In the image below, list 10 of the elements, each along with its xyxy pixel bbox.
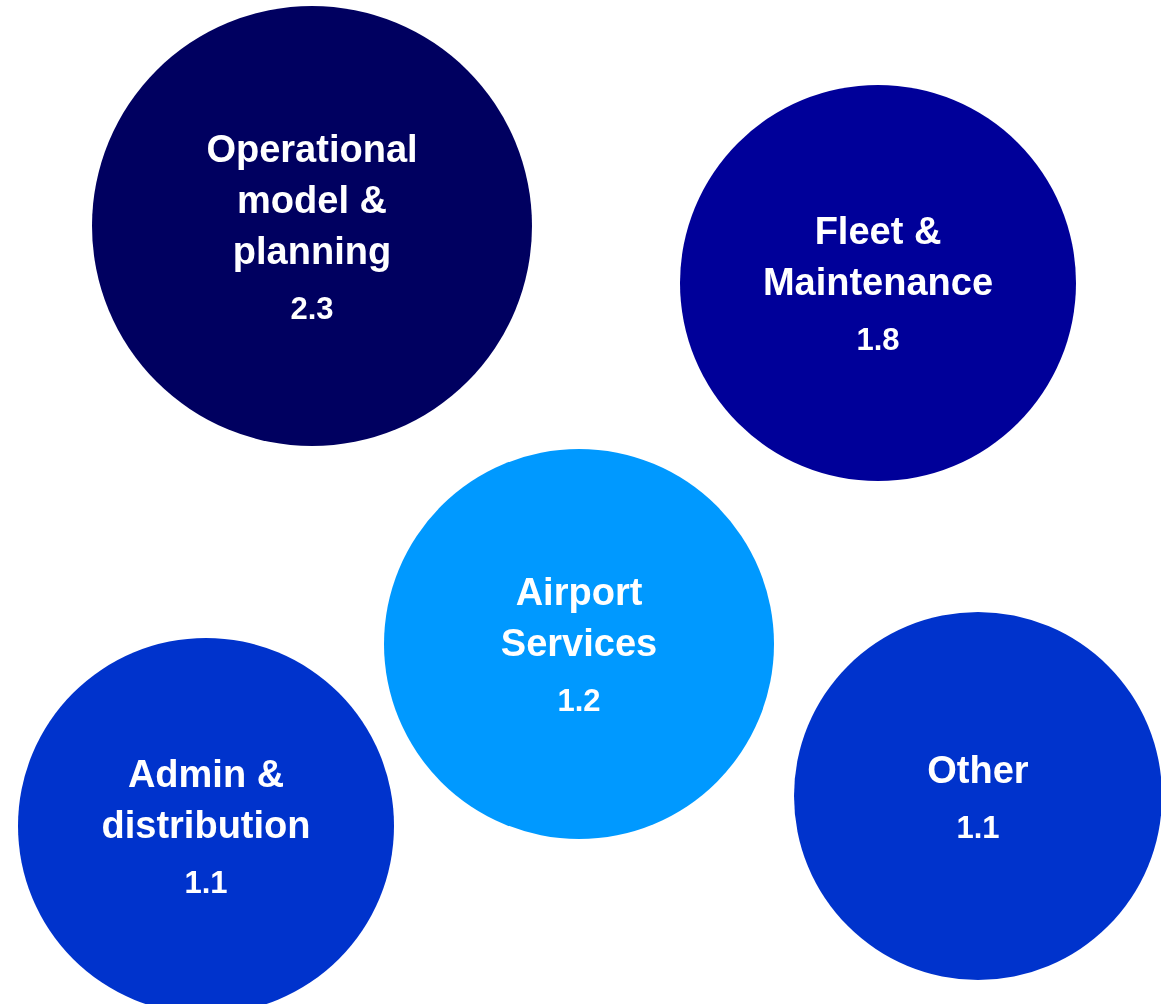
value-number: 1.1 bbox=[184, 864, 228, 902]
category-label: Fleet & Maintenance bbox=[761, 209, 995, 305]
category-label: Operational model & planning bbox=[205, 126, 419, 274]
category-label: Other bbox=[927, 747, 1029, 793]
category-label: Admin & distribution bbox=[100, 752, 312, 848]
value-number: 1.2 bbox=[557, 682, 601, 720]
category-label: Airport Services bbox=[499, 570, 659, 666]
value-number: 1.1 bbox=[956, 808, 1000, 847]
value-number: 1.8 bbox=[856, 321, 900, 359]
value-number: 2.3 bbox=[290, 289, 334, 328]
